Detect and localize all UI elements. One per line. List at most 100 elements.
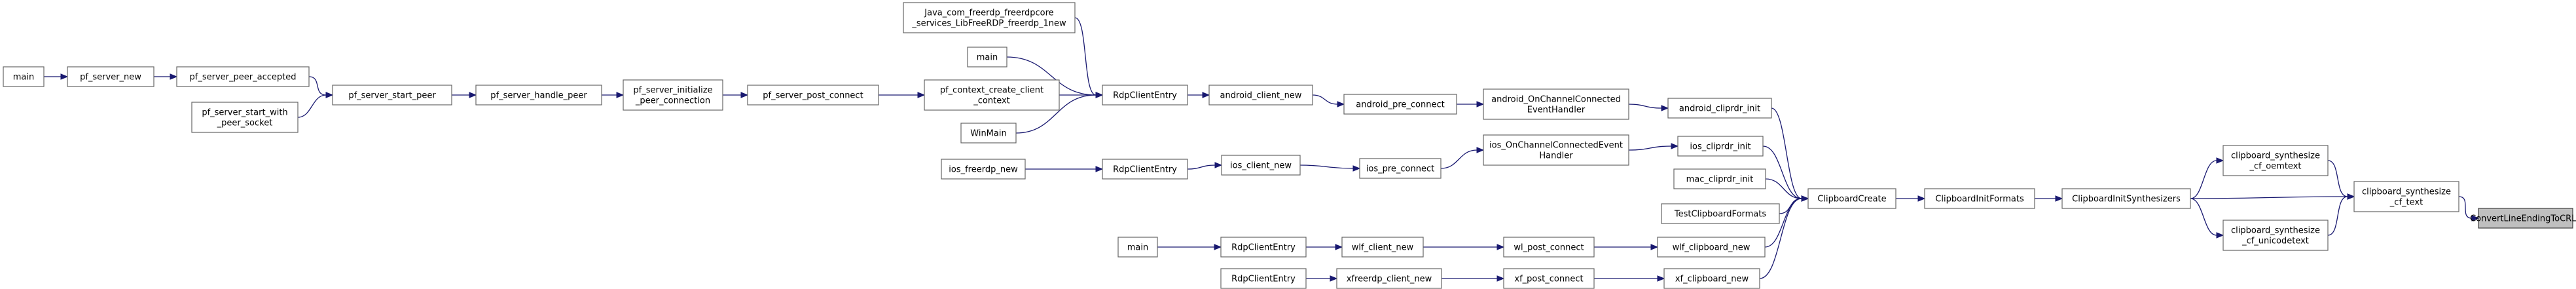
node-android-client-new[interactable]: android_client_new [1208,85,1313,106]
node-rdpclient2[interactable]: RdpClientEntry [1102,159,1188,180]
edge-clipboardinitformats-to-clipboardinitsynthesizers [2035,195,2063,202]
edge-pf-server-handle-peer-to-pf-server-initialize-peer-connection [602,92,625,98]
node-synth-unicodetext[interactable]: clipboard_synthesize_cf_unicodetext [2222,220,2329,251]
node-clipboardcreate[interactable]: ClipboardCreate [1807,188,1896,209]
edge-ios-freerdp-new-to-rdpclient2 [1025,166,1104,172]
edge-pf-server-start-with-peer-socket-to-pf-server-start-peer [297,92,334,118]
node-winmain[interactable]: WinMain [960,123,1017,144]
node-label: RdpClientEntry [1231,243,1296,253]
node-clipboardinitsynthesizers[interactable]: ClipboardInitSynthesizers [2061,188,2191,209]
node-wlf-clipboard-new[interactable]: wlf_clipboard_new [1657,237,1766,258]
node-ios-client-new[interactable]: ios_client_new [1221,155,1301,176]
node-java-freerdp[interactable]: Java_com_freerdp_freerdpcore_services_Li… [903,2,1076,33]
edge-xf-post-connect-to-xf-clipboard-new [1593,275,1665,282]
node-ios-freerdp-new[interactable]: ios_freerdp_new [941,159,1026,180]
node-box [1657,237,1766,258]
node-box [747,85,879,106]
node-box [1667,98,1772,119]
node-label: pf_server_start_peer [348,91,436,101]
node-label: _services_LibFreeRDP_freerdp_1new [911,19,1066,29]
node-label: android_cliprdr_init [1679,104,1760,114]
edge-winmain-to-rdpclient1 [1015,92,1104,134]
node-xf-clipboard-new[interactable]: xf_clipboard_new [1663,268,1760,289]
node-label: main [13,73,34,83]
node-xf-post-connect[interactable]: xf_post_connect [1503,268,1595,289]
node-label: ios_client_new [1230,161,1292,171]
node-label: pf_server_start_with [202,108,287,118]
node-pf-server-peer-accepted[interactable]: pf_server_peer_accepted [176,66,310,87]
node-clipboardinitformats[interactable]: ClipboardInitFormats [1924,188,2035,209]
node-mac-cliprdr-init[interactable]: mac_cliprdr_init [1673,168,1766,189]
node-android-cliprdr-init[interactable]: android_cliprdr_init [1667,98,1772,119]
node-rdpclient1[interactable]: RdpClientEntry [1102,85,1188,106]
node-label: ClipboardInitFormats [1935,195,2024,204]
edge-clipboardinitsynthesizers-to-synth-oemtext [2190,157,2224,199]
edge-ios-cliprdr-init-to-clipboardcreate [1762,145,1809,202]
node-box [2222,145,2329,176]
node-label: TestClipboardFormats [1674,210,1767,220]
edge-layer [44,17,2480,282]
node-label: wl_post_connect [1514,243,1584,253]
node-box [2353,181,2459,212]
node-label: android_OnChannelConnected [1491,95,1621,105]
node-main1[interactable]: main [3,66,45,87]
node-android-pre-connect[interactable]: android_pre_connect [1343,94,1457,115]
node-box [1336,268,1442,289]
node-rdpclient4[interactable]: RdpClientEntry [1220,268,1307,289]
node-label: Java_com_freerdp_freerdpcore [924,9,1053,18]
node-box [1673,168,1766,189]
edge-synth-text-to-convertlineending [2458,196,2480,222]
node-label: ClipboardInitSynthesizers [2072,195,2181,204]
node-box [2222,220,2329,251]
node-pf-server-initialize-peer-connection[interactable]: pf_server_initialize_peer_connection [623,79,723,111]
node-wl-post-connect[interactable]: wl_post_connect [1503,237,1595,258]
edge-android-cliprdr-init-to-clipboardcreate [1771,107,1809,202]
node-label: main [1127,243,1148,253]
edge-clipboardcreate-to-clipboardinitformats [1896,195,1926,202]
edge-rdpclient1-to-android-client-new [1188,92,1210,98]
node-layer: main pf_server_new pf_server_peer_accepted… [3,2,2576,289]
node-pf-context-create-client-context[interactable]: pf_context_create_client_context [924,79,1060,111]
node-label: pf_server_peer_accepted [190,73,297,83]
node-label: ios_OnChannelConnectedEvent [1489,141,1623,151]
edge-pf-server-new-to-pf-server-peer-accepted [154,73,178,80]
node-testclipboardformats[interactable]: TestClipboardFormats [1661,203,1780,224]
node-box [1677,136,1764,157]
edge-pf-server-post-connect-to-pf-context-create-client-context [879,92,926,98]
node-rdpclient3[interactable]: RdpClientEntry [1220,237,1307,258]
node-box [1102,85,1188,106]
node-xfreerdp-client-new[interactable]: xfreerdp_client_new [1336,268,1442,289]
node-ios-pre-connect[interactable]: ios_pre_connect [1359,158,1442,179]
node-box [1661,203,1780,224]
node-box [1924,188,2035,209]
node-box [475,85,602,106]
node-box [1220,268,1307,289]
edge-pf-server-initialize-peer-connection-to-pf-server-post-connect [723,92,749,98]
node-label: clipboard_synthesize [2362,187,2451,197]
node-synth-oemtext[interactable]: clipboard_synthesize_cf_oemtext [2222,145,2329,176]
node-box [1343,94,1457,115]
node-label: _peer_connection [635,96,710,106]
node-label: wlf_clipboard_new [1673,243,1751,253]
node-label: clipboard_synthesize [2231,226,2320,236]
edge-android-pre-connect-to-android-onchannel [1457,101,1485,107]
edge-ios-pre-connect-to-ios-onchannel [1440,147,1485,169]
node-label: _cf_oemtext [2249,162,2302,172]
node-pf-server-handle-peer[interactable]: pf_server_handle_peer [475,85,602,106]
node-box [1503,268,1595,289]
node-pf-server-new[interactable]: pf_server_new [67,66,154,87]
node-label: xf_post_connect [1514,275,1583,284]
node-box [176,66,310,87]
node-wlf-client-new[interactable]: wlf_client_new [1341,237,1424,258]
node-synth-text[interactable]: clipboard_synthesize_cf_text [2353,181,2459,212]
node-label: pf_server_handle_peer [490,91,587,101]
node-pf-server-start-with-peer-socket[interactable]: pf_server_start_with_peer_socket [191,102,299,133]
node-pf-server-start-peer[interactable]: pf_server_start_peer [332,85,452,106]
node-pf-server-post-connect[interactable]: pf_server_post_connect [747,85,879,106]
node-label: RdpClientEntry [1113,165,1177,175]
node-ios-cliprdr-init[interactable]: ios_cliprdr_init [1677,136,1764,157]
node-main3[interactable]: main [1117,237,1158,258]
node-main2[interactable]: main [967,47,1007,67]
